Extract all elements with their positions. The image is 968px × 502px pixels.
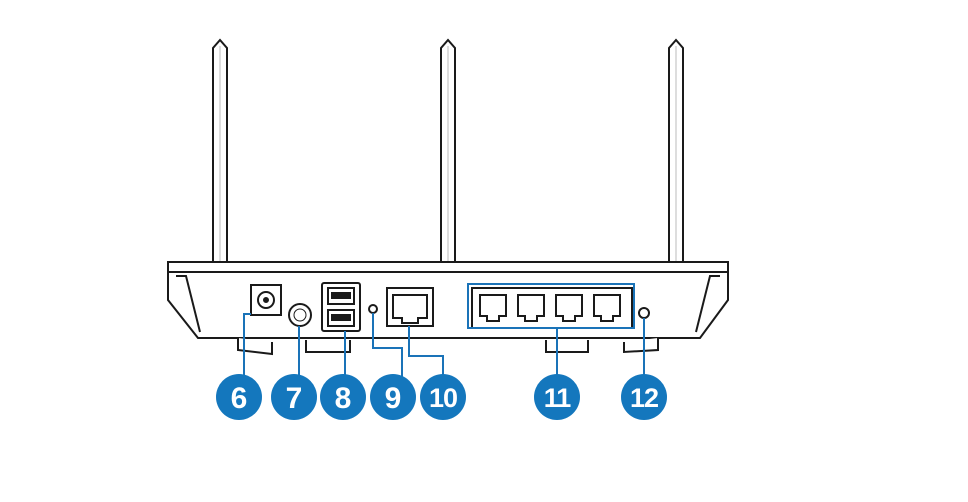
callout-11: 11 <box>534 374 580 420</box>
highlight-frames <box>467 283 635 329</box>
wps-button <box>638 307 650 319</box>
callout-10: 10 <box>420 374 466 420</box>
power-port <box>250 284 282 316</box>
callouts: 6 7 8 9 10 11 12 <box>216 374 667 420</box>
callout-7: 7 <box>271 374 317 420</box>
callout-label: 10 <box>429 383 457 413</box>
callout-6: 6 <box>216 374 262 420</box>
usb-ports <box>321 282 361 332</box>
lan-ports <box>471 287 633 329</box>
power-button <box>288 303 312 327</box>
callout-9: 9 <box>370 374 416 420</box>
wan-port <box>386 287 434 327</box>
reset-button <box>368 304 378 314</box>
callout-8: 8 <box>320 374 366 420</box>
callout-label: 7 <box>286 382 303 415</box>
callout-label: 9 <box>385 382 402 415</box>
callout-12: 12 <box>621 374 667 420</box>
callout-label: 12 <box>630 383 658 413</box>
callout-label: 11 <box>544 383 572 413</box>
callout-label: 6 <box>231 382 248 415</box>
leader-lines <box>243 313 645 380</box>
callout-label: 8 <box>335 382 352 415</box>
